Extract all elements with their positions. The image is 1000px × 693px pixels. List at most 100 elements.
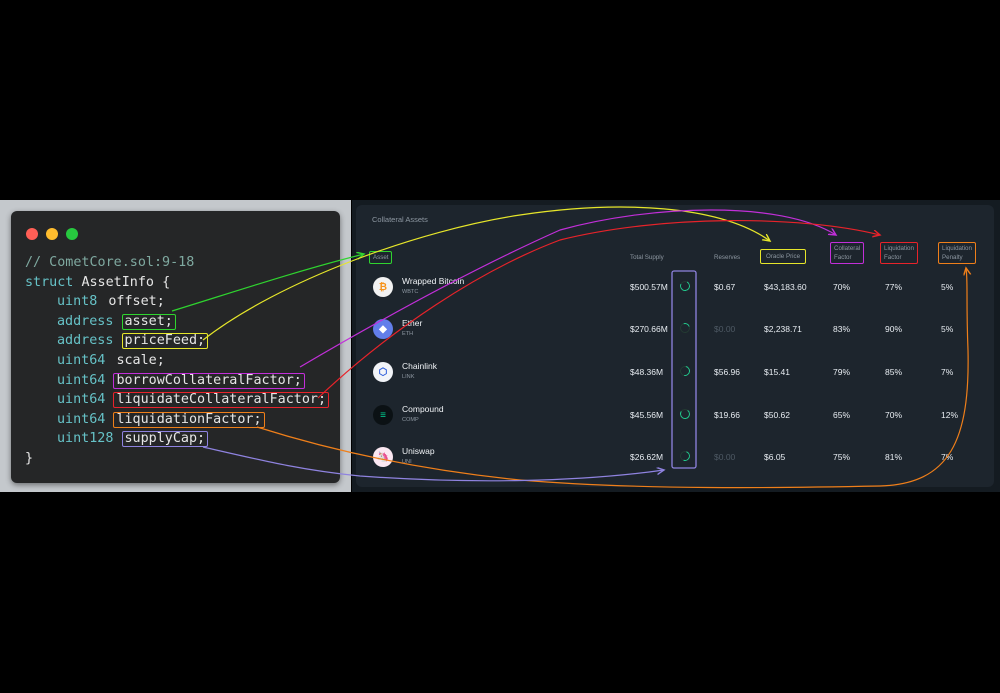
asset-ticker: ETH — [402, 331, 414, 337]
total-supply-value: $500.57M — [630, 282, 668, 292]
field-offset: offset; — [108, 294, 165, 310]
liquidation-factor-value: 70% — [885, 410, 903, 420]
liquidation-factor-value: 85% — [885, 367, 903, 377]
icon-glyph: ⬡ — [378, 366, 388, 378]
oracle-price-value: $6.05 — [764, 452, 786, 462]
collateral-factor-value: 79% — [833, 367, 851, 377]
field-type: uint128 — [57, 431, 114, 447]
field-type: uint8 — [57, 294, 98, 310]
header-line: Factor — [834, 254, 852, 261]
asset-ticker: WBTC — [402, 289, 419, 295]
total-supply-value: $26.62M — [630, 452, 664, 462]
code-window: // CometCore.sol:9-18 struct AssetInfo {… — [11, 211, 340, 483]
header-line: Collateral — [834, 245, 861, 252]
asset-name: Wrapped Bitcoin — [402, 276, 465, 286]
header-reserves[interactable]: Reserves — [714, 254, 741, 261]
liquidation-factor-value: 81% — [885, 452, 903, 462]
code-block: // CometCore.sol:9-18 struct AssetInfo {… — [25, 253, 330, 469]
reserves-value: $0.00 — [714, 324, 736, 334]
reserves-value: $0.00 — [714, 452, 736, 462]
window-minimize-dot[interactable] — [46, 228, 58, 240]
reserves-value: $56.96 — [714, 367, 740, 377]
dashboard: Collateral Assets Asset Total Supply Res… — [352, 200, 1000, 492]
field-liquidation-factor: liquidationFactor; — [113, 411, 265, 428]
icon-glyph: 🦄 — [376, 451, 390, 463]
asset-name: Chainlink — [402, 361, 437, 371]
header-liquidation-factor[interactable]: Liquidation Factor — [880, 242, 918, 264]
field-liquidate-collateral-factor: liquidateCollateralFactor; — [113, 392, 330, 409]
supply-cap-progress-ring — [678, 279, 692, 293]
header-total-supply[interactable]: Total Supply — [630, 254, 664, 261]
header-liquidation-penalty[interactable]: Liquidation Penalty — [938, 242, 976, 264]
liquidation-penalty-value: 12% — [941, 410, 959, 420]
ether-icon: ◆ — [373, 319, 393, 339]
oracle-price-value: $2,238.71 — [764, 324, 802, 334]
total-supply-value: $270.66M — [630, 324, 668, 334]
icon-glyph: ₿ — [378, 281, 388, 293]
uniswap-icon: 🦄 — [373, 447, 393, 467]
liquidation-penalty-value: 5% — [941, 282, 954, 292]
collateral-factor-value: 75% — [833, 452, 851, 462]
collateral-factor-value: 65% — [833, 410, 851, 420]
reserves-value: $19.66 — [714, 410, 740, 420]
collateral-assets-panel: Collateral Assets Asset Total Supply Res… — [356, 205, 994, 487]
field-type: uint64 — [57, 372, 106, 388]
field-type: address — [57, 313, 114, 329]
open-brace: { — [162, 274, 171, 290]
field-type: uint64 — [57, 352, 106, 368]
collateral-factor-value: 70% — [833, 282, 851, 292]
liquidation-penalty-value: 5% — [941, 324, 954, 334]
asset-name: Ether — [402, 318, 423, 328]
field-type: uint64 — [57, 411, 106, 427]
oracle-price-value: $15.41 — [764, 367, 790, 377]
icon-glyph: ◆ — [379, 323, 387, 335]
asset-name: Compound — [402, 404, 444, 414]
collateral-factor-value: 83% — [833, 324, 851, 334]
header-line: Factor — [884, 254, 902, 261]
file-comment: // CometCore.sol:9-18 — [25, 255, 195, 270]
field-type: uint64 — [57, 392, 106, 408]
asset-name: Uniswap — [402, 446, 435, 456]
header-line: Liquidation — [942, 245, 972, 252]
oracle-price-value: $43,183.60 — [764, 282, 807, 292]
liquidation-factor-value: 90% — [885, 324, 903, 334]
chainlink-icon: ⬡ — [373, 362, 393, 382]
window-close-dot[interactable] — [26, 228, 38, 240]
supply-cap-progress-ring — [679, 408, 691, 420]
bitcoin-icon: ₿ — [373, 277, 393, 297]
struct-keyword: struct — [25, 274, 74, 290]
reserves-value: $0.67 — [714, 282, 736, 292]
field-price-feed: priceFeed; — [121, 333, 209, 350]
supply-cap-progress-ring — [678, 364, 692, 378]
supply-cap-progress-ring — [678, 449, 692, 463]
header-oracle-price[interactable]: Oracle Price — [760, 249, 807, 264]
close-brace: } — [25, 450, 34, 466]
supply-cap-progress-ring — [678, 321, 692, 335]
liquidation-penalty-value: 7% — [941, 367, 954, 377]
icon-glyph: ≡ — [380, 409, 386, 421]
struct-name: AssetInfo — [81, 274, 154, 290]
compound-icon: ≡ — [373, 405, 393, 425]
header-collateral-factor[interactable]: Collateral Factor — [830, 242, 865, 264]
field-supply-cap: supplyCap; — [121, 431, 209, 448]
field-scale: scale; — [116, 352, 165, 368]
total-supply-value: $48.36M — [630, 367, 664, 377]
asset-ticker: UNI — [402, 459, 412, 465]
header-line: Penalty — [942, 254, 963, 261]
oracle-price-value: $50.62 — [764, 410, 790, 420]
asset-ticker: LINK — [402, 374, 415, 380]
liquidation-factor-value: 77% — [885, 282, 903, 292]
field-borrow-collateral-factor: borrowCollateralFactor; — [113, 372, 305, 389]
total-supply-value: $45.56M — [630, 410, 664, 420]
window-maximize-dot[interactable] — [66, 228, 78, 240]
asset-ticker: COMP — [402, 417, 419, 423]
panel-title: Collateral Assets — [372, 215, 428, 224]
field-type: address — [57, 333, 114, 349]
header-line: Liquidation — [884, 245, 914, 252]
header-asset[interactable]: Asset — [369, 251, 393, 264]
